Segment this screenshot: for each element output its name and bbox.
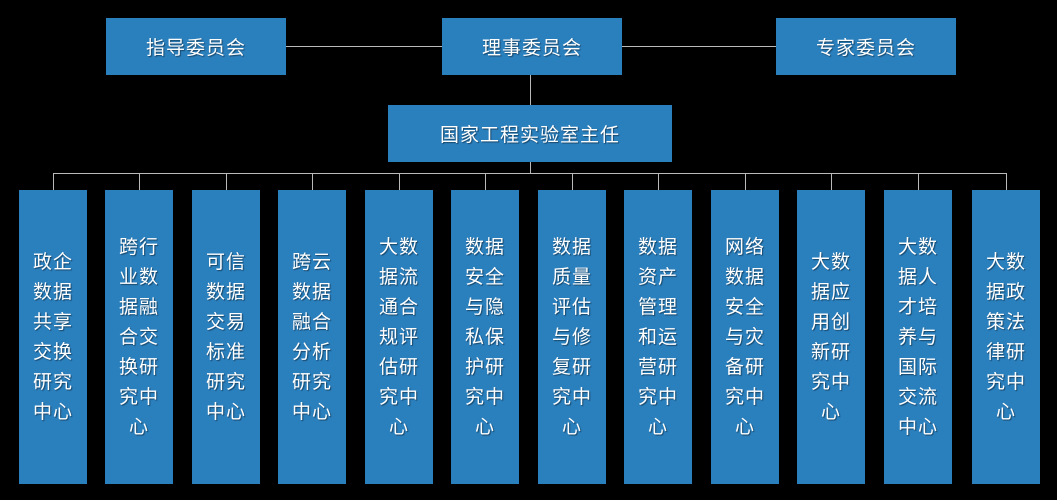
connector-drop-1 — [53, 173, 54, 190]
node-research-center-10[interactable]: 大数据应用创新研究中心 — [797, 190, 865, 484]
node-label: 大数据政策法律研究中心 — [985, 251, 1026, 423]
node-label: 大数据人才培养与国际交流中心 — [897, 236, 938, 438]
node-research-center-11[interactable]: 大数据人才培养与国际交流中心 — [884, 190, 952, 484]
connector-bus — [53, 173, 1007, 174]
connector-council-to-expert — [622, 46, 776, 47]
node-label: 数据资产管理和运营研究中心 — [637, 236, 678, 438]
node-research-center-3[interactable]: 可信数据交易标准研究中心 — [192, 190, 260, 484]
node-label: 网络数据安全与灾备研究中心 — [724, 236, 765, 438]
connector-drop-6 — [485, 173, 486, 190]
connector-drop-12 — [1006, 173, 1007, 190]
node-council-committee[interactable]: 理事委员会 — [442, 18, 622, 75]
connector-drop-10 — [831, 173, 832, 190]
node-research-center-5[interactable]: 大数据流通合规评估研究中心 — [365, 190, 433, 484]
node-label: 专家委员会 — [815, 37, 916, 59]
node-label: 理事委员会 — [481, 37, 582, 59]
connector-director-to-bus — [530, 162, 531, 174]
node-label: 可信数据交易标准研究中心 — [205, 251, 246, 423]
node-label: 政企数据共享交换研究中心 — [32, 251, 73, 423]
node-label: 国家工程实验室主任 — [439, 124, 620, 146]
node-expert-committee[interactable]: 专家委员会 — [776, 18, 956, 75]
node-label: 跨云数据融合分析研究中心 — [291, 251, 332, 423]
connector-drop-3 — [226, 173, 227, 190]
node-label: 大数据应用创新研究中心 — [810, 251, 851, 423]
node-label: 大数据流通合规评估研究中心 — [378, 236, 419, 438]
connector-drop-8 — [658, 173, 659, 190]
node-research-center-12[interactable]: 大数据政策法律研究中心 — [972, 190, 1040, 484]
node-laboratory-director[interactable]: 国家工程实验室主任 — [388, 105, 672, 162]
connector-drop-4 — [312, 173, 313, 190]
node-label: 跨行业数据融合交换研究中心 — [118, 236, 159, 438]
node-label: 数据质量评估与修复研究中心 — [551, 236, 592, 438]
connector-drop-2 — [139, 173, 140, 190]
node-research-center-6[interactable]: 数据安全与隐私保护研究中心 — [451, 190, 519, 484]
node-label: 指导委员会 — [145, 37, 246, 59]
connector-drop-5 — [399, 173, 400, 190]
node-research-center-4[interactable]: 跨云数据融合分析研究中心 — [278, 190, 346, 484]
node-research-center-8[interactable]: 数据资产管理和运营研究中心 — [624, 190, 692, 484]
node-research-center-7[interactable]: 数据质量评估与修复研究中心 — [538, 190, 606, 484]
connector-drop-7 — [572, 173, 573, 190]
node-steering-committee[interactable]: 指导委员会 — [106, 18, 286, 75]
connector-drop-9 — [745, 173, 746, 190]
node-research-center-1[interactable]: 政企数据共享交换研究中心 — [19, 190, 87, 484]
connector-council-to-director — [530, 75, 531, 105]
connector-drop-11 — [918, 173, 919, 190]
connector-steering-to-council — [286, 46, 442, 47]
node-research-center-2[interactable]: 跨行业数据融合交换研究中心 — [105, 190, 173, 484]
node-research-center-9[interactable]: 网络数据安全与灾备研究中心 — [711, 190, 779, 484]
node-label: 数据安全与隐私保护研究中心 — [464, 236, 505, 438]
